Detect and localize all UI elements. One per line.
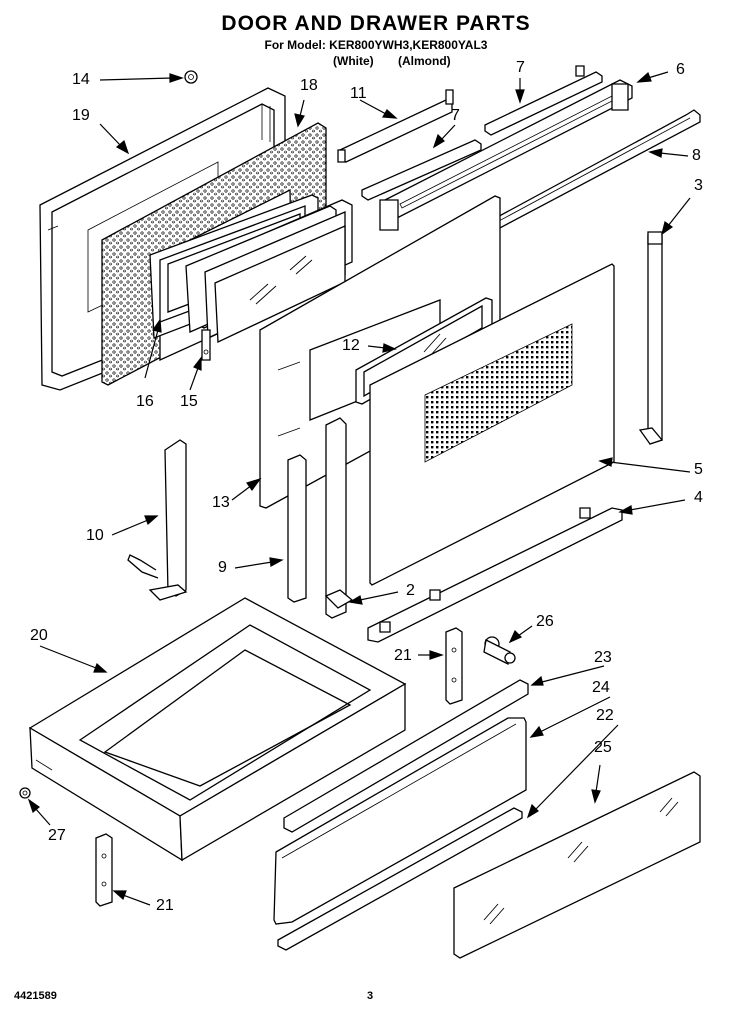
door-side-strip-left (288, 455, 306, 602)
screw (185, 71, 197, 83)
drawer-screw (20, 788, 30, 798)
callout-7-upper: 7 (516, 59, 525, 76)
callout-21-lower: 21 (156, 897, 174, 914)
callout-10: 10 (86, 527, 104, 544)
drawer-slide-upper (446, 628, 462, 704)
callout-leaders (29, 72, 690, 905)
drawer-glass-panel (454, 772, 700, 958)
callout-15: 15 (180, 393, 198, 410)
hinge-bracket (338, 90, 453, 162)
callout-19: 19 (72, 107, 90, 124)
color-almond-label: (Almond) (398, 54, 451, 68)
door-hinge-left (128, 440, 186, 600)
trim-strip-lower (362, 140, 481, 200)
drawer-bottom-trim (278, 808, 522, 950)
callout-2: 2 (406, 582, 415, 599)
model-line: For Model: KER800YWH3,KER800YAL3 (264, 38, 488, 52)
glass-window-assembly (186, 200, 352, 360)
diagram-title: DOOR AND DRAWER PARTS (221, 12, 531, 35)
callout-11: 11 (350, 85, 367, 102)
drawer-slide-lower (96, 834, 112, 906)
door-side-channel (326, 418, 352, 618)
color-white-label: (White) (333, 54, 374, 68)
callout-12: 12 (342, 337, 360, 354)
door-side-channel-right (640, 232, 662, 444)
callout-20: 20 (30, 627, 48, 644)
callout-27: 27 (48, 827, 66, 844)
drawer-roller (484, 637, 515, 664)
trim-strip-upper (485, 66, 602, 135)
door-top-vent-frame (380, 80, 632, 230)
callout-7-lower: 7 (451, 107, 460, 124)
callout-24: 24 (592, 679, 610, 696)
drawer-body (30, 598, 405, 860)
callout-21-upper: 21 (394, 647, 412, 664)
page-number: 3 (367, 990, 374, 1002)
callout-4: 4 (694, 489, 703, 506)
callout-16: 16 (136, 393, 154, 410)
callout-6: 6 (676, 61, 685, 78)
callout-23: 23 (594, 649, 612, 666)
callout-8: 8 (692, 147, 701, 164)
callout-26: 26 (536, 613, 554, 630)
callout-5: 5 (694, 461, 703, 478)
callout-14: 14 (72, 71, 90, 88)
callout-3: 3 (694, 177, 703, 194)
drawer-front-panel (274, 718, 526, 924)
callout-9: 9 (218, 559, 227, 576)
callout-18: 18 (300, 77, 318, 94)
callout-13: 13 (212, 494, 230, 511)
drawer-top-trim (284, 680, 528, 832)
door-bottom-trim (368, 508, 622, 642)
document-code: 4421589 (14, 990, 57, 1002)
callout-25: 25 (594, 739, 612, 756)
callout-22: 22 (596, 707, 614, 724)
